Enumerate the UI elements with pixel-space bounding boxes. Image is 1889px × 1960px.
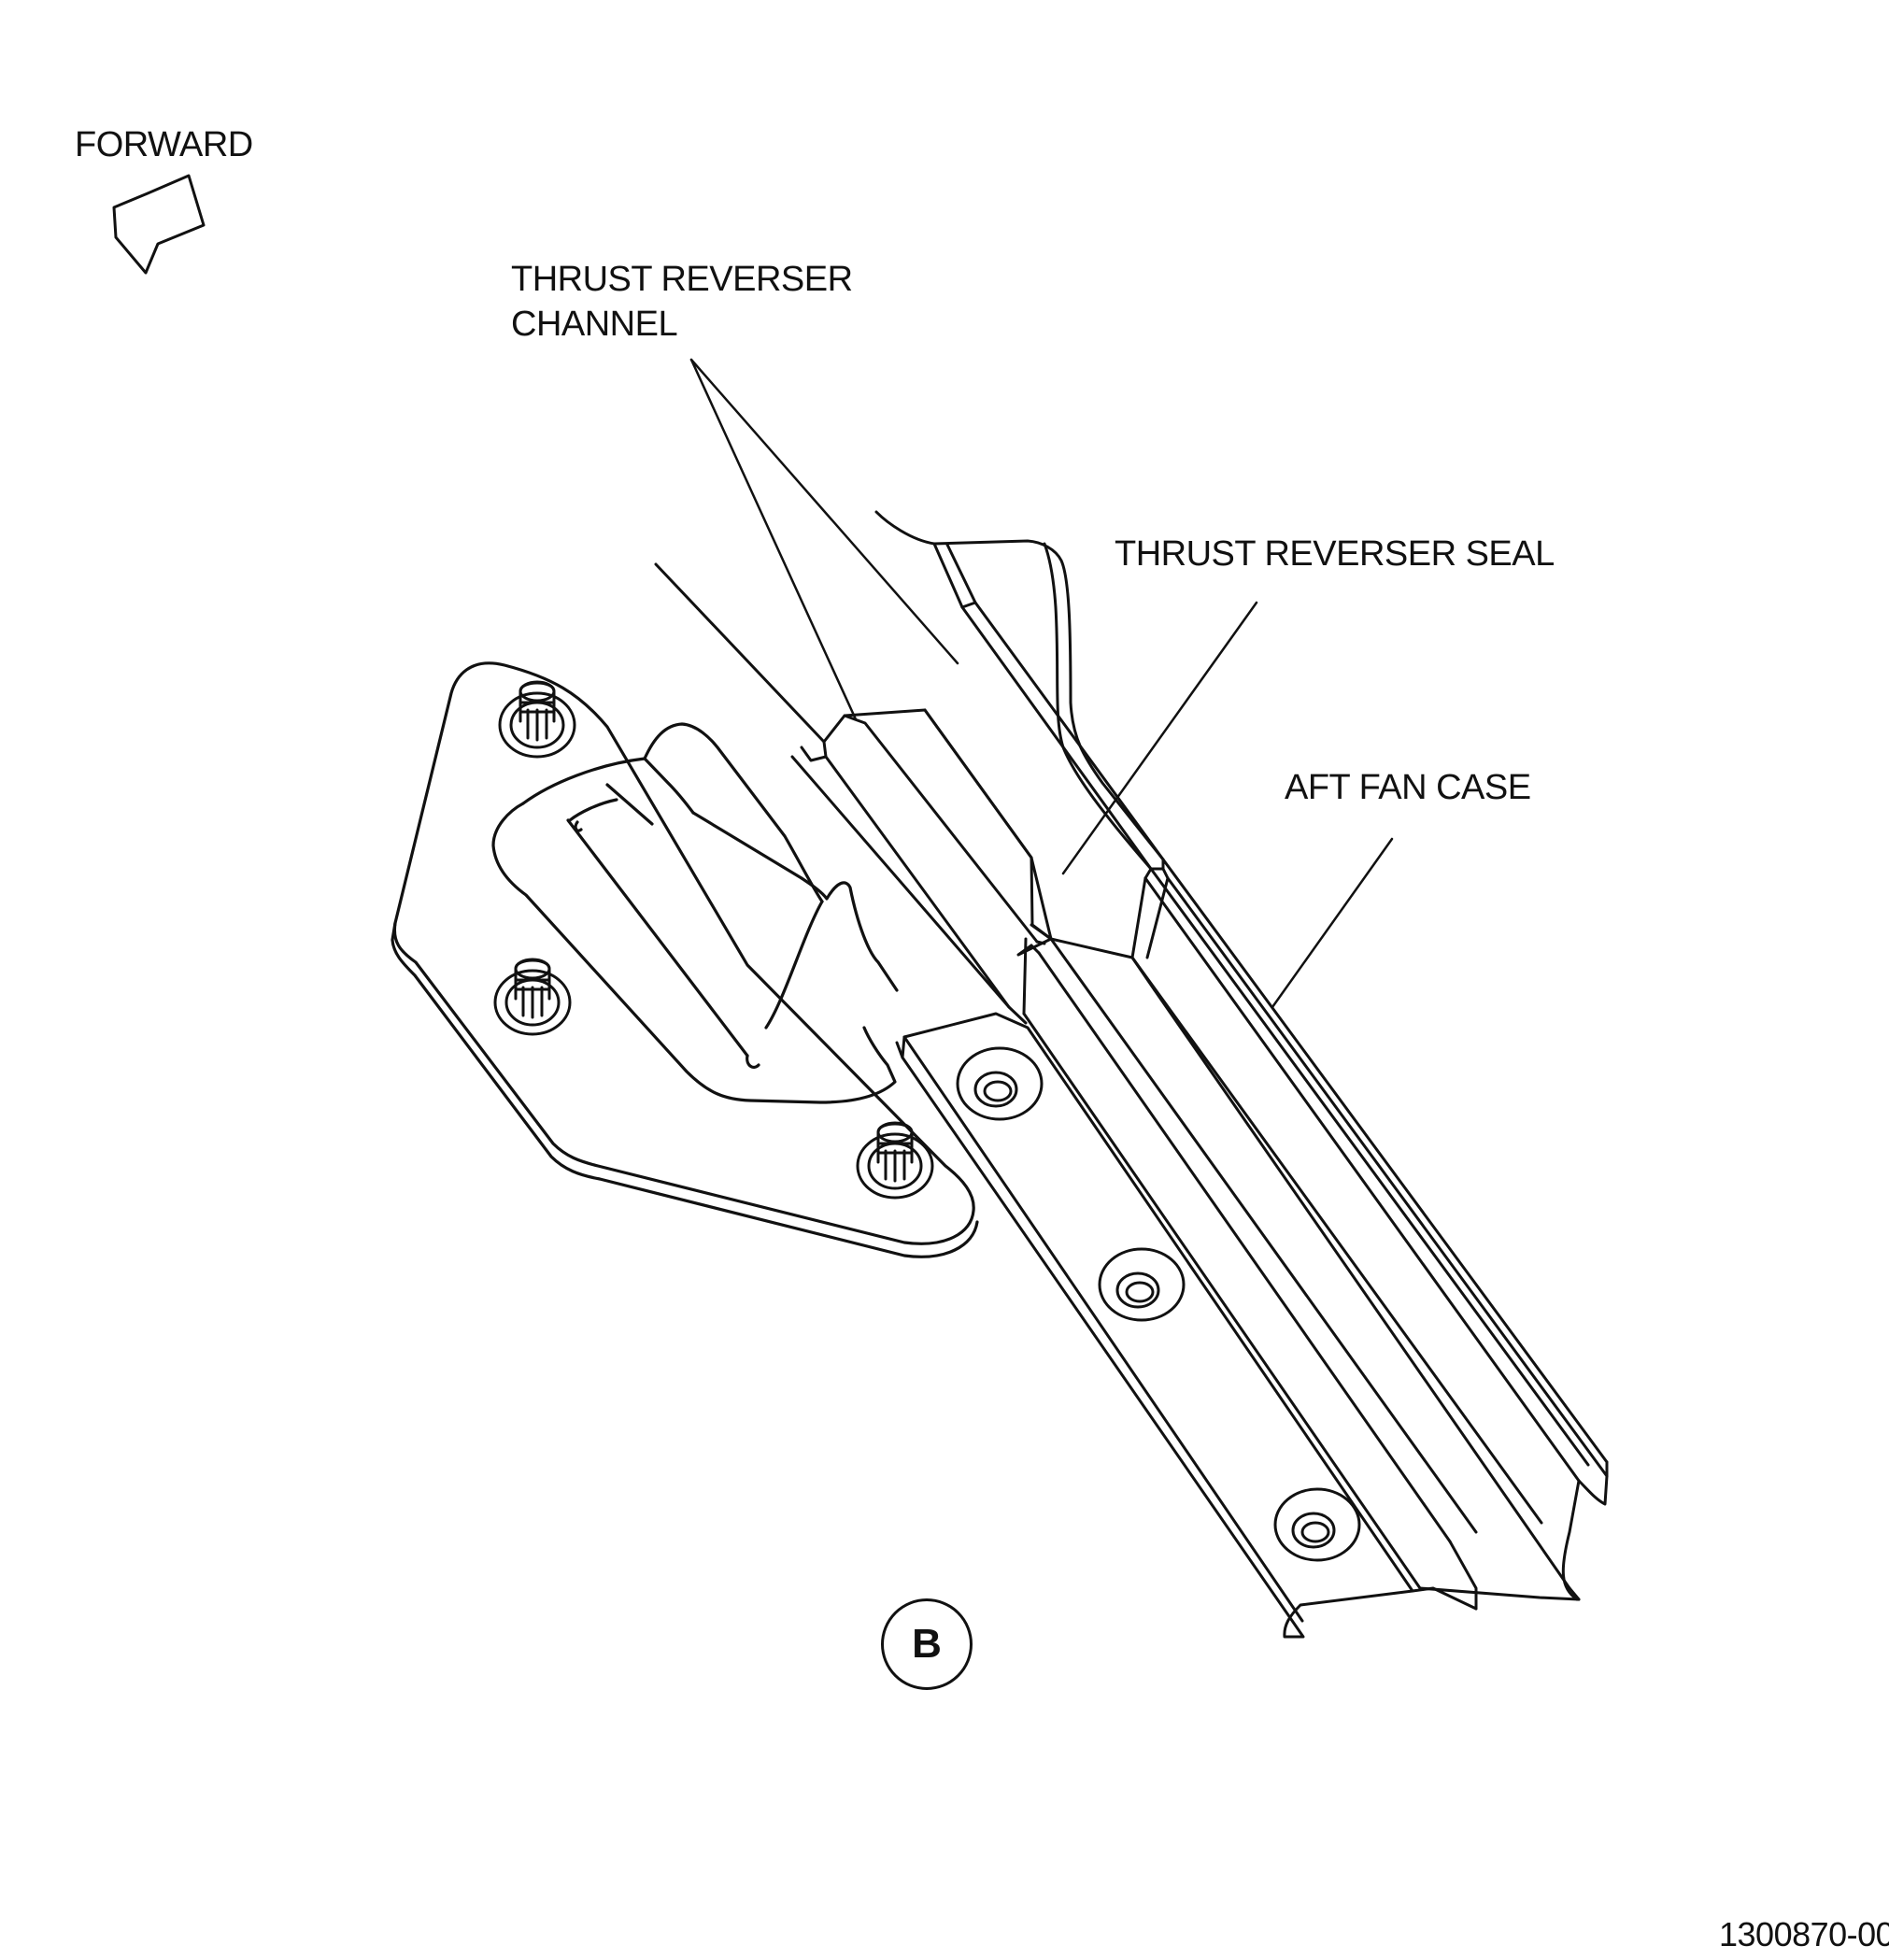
thrust-reverser-seal-label: THRUST REVERSER SEAL bbox=[1115, 534, 1555, 574]
forward-label: FORWARD bbox=[75, 125, 253, 164]
channel-leader-1 bbox=[689, 358, 858, 721]
thrust-reverser-channel-label: THRUST REVERSER CHANNEL bbox=[511, 258, 853, 347]
channel-label-line1: THRUST REVERSER bbox=[511, 260, 853, 299]
fan-case-leader bbox=[1271, 837, 1394, 1009]
view-letter-callout: B bbox=[881, 1598, 973, 1690]
stud-fastener-icon bbox=[856, 1121, 934, 1200]
countersunk-hole-icon bbox=[956, 1046, 1044, 1121]
channel-label-line2: CHANNEL bbox=[511, 304, 678, 344]
stud-fastener-icon bbox=[498, 680, 576, 759]
countersunk-hole-icon bbox=[1098, 1247, 1186, 1322]
figure-number: 1300870-00 bbox=[1719, 1915, 1889, 1953]
seal-leader bbox=[1061, 601, 1258, 875]
forward-arrow-icon bbox=[112, 174, 206, 275]
countersunk-hole-icon bbox=[1273, 1487, 1361, 1562]
stud-fastener-icon bbox=[493, 958, 572, 1036]
leader-lines bbox=[689, 358, 1394, 1009]
channel-leader-2 bbox=[689, 358, 959, 665]
thrust-reverser-channel bbox=[654, 510, 1609, 1639]
mounting-bracket bbox=[391, 661, 979, 1258]
aft-fan-case-label: AFT FAN CASE bbox=[1285, 768, 1531, 807]
